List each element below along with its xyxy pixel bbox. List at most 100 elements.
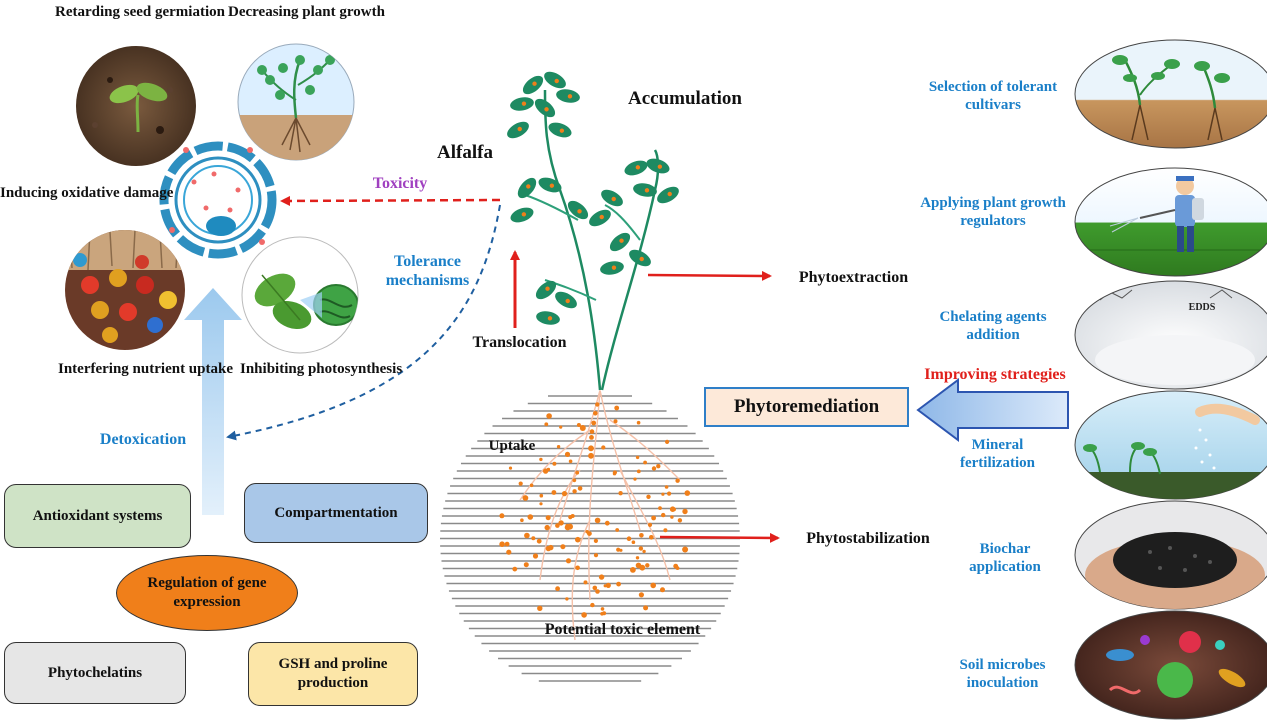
leaf <box>535 280 557 300</box>
toxic-element-dot <box>595 402 600 407</box>
toxic-element-dot <box>682 546 689 553</box>
toxic-element-dot <box>551 490 557 495</box>
gsh-proline-box: GSH and proline production <box>248 642 418 706</box>
toxic-element-dot <box>499 513 505 519</box>
toxic-element-dot <box>539 457 543 462</box>
leaf <box>534 98 556 118</box>
toxic-element-dot <box>600 607 605 611</box>
toxic-element-dot <box>604 520 610 526</box>
phytoremediation-box <box>704 387 909 427</box>
toxic-element-dot <box>605 582 611 589</box>
toxic-element-dot <box>614 405 620 411</box>
toxic-element-dot <box>568 515 573 520</box>
toxic-element-dot <box>564 451 571 457</box>
toxic-element-dot <box>544 422 549 427</box>
phytostabilization-arrow <box>659 532 780 543</box>
toxic-element-dot <box>616 581 621 587</box>
plant-growth-label: Decreasing plant growth <box>228 4 385 20</box>
toxic-element-dot <box>635 556 640 560</box>
toxic-element-dot <box>593 538 599 544</box>
toxic-element-dot <box>677 518 683 523</box>
toxic-element-dot <box>658 506 662 510</box>
toxic-element-dot <box>636 420 641 425</box>
toxic-element-dot <box>506 549 512 555</box>
toxic-element-dot <box>575 536 581 543</box>
toxic-element-dot <box>545 515 551 521</box>
toxic-element-dot <box>572 478 577 483</box>
toxic-element-dot <box>682 508 688 515</box>
toxic-element-dot <box>539 493 544 498</box>
leaf <box>536 311 560 325</box>
toxic-element-dot <box>645 563 650 568</box>
toxic-element-dot <box>647 522 653 528</box>
toxic-element-dot <box>613 419 618 424</box>
leaf <box>657 186 679 204</box>
toxic-element-dot <box>512 566 518 572</box>
toxic-element-dot <box>523 562 529 568</box>
toxic-element-dot <box>593 411 598 416</box>
phytoextraction-label: Phytoextraction <box>798 269 909 286</box>
translocation-label: Translocation <box>472 334 567 351</box>
leaf <box>646 158 670 174</box>
toxic-element-dot <box>556 445 561 449</box>
oxidative-damage-label: Inducing oxidative damage <box>0 185 174 201</box>
toxic-element-dot <box>572 489 577 494</box>
leaf <box>601 189 623 207</box>
toxic-element-dot <box>660 587 665 593</box>
strategy-label-microbes: Soil microbes inoculation <box>959 657 1046 691</box>
toxic-element-dot <box>545 545 552 552</box>
tolerant-cultivars-image <box>1074 39 1267 149</box>
leaf <box>600 261 624 275</box>
toxic-element-dot <box>546 413 552 419</box>
toxic-element-dot <box>642 549 646 554</box>
toxic-element-dot <box>588 445 594 452</box>
toxic-element-dot <box>522 495 529 501</box>
toxicity-arrow <box>280 195 501 206</box>
toxic-element-dot <box>561 491 568 497</box>
detoxication-label: Detoxication <box>99 431 187 448</box>
toxic-element-dot <box>672 507 676 512</box>
root-zone <box>440 390 740 682</box>
toxic-element-dot <box>575 470 580 475</box>
tolerance-mechanisms-label: Tolerance mechanisms <box>385 253 470 290</box>
toxic-element-dot <box>588 452 594 459</box>
leaf <box>544 71 566 89</box>
toxic-element-dot <box>552 461 557 466</box>
toxic-element-dot <box>560 544 566 550</box>
leaf <box>517 177 537 199</box>
toxic-element-dot <box>661 492 665 496</box>
toxic-element-dot <box>565 597 569 601</box>
seed-germination-label: Retarding seed germiation <box>55 4 225 20</box>
plant-growth-image <box>237 43 355 161</box>
toxic-element-dot <box>537 605 543 611</box>
toxic-element-dot <box>568 459 573 464</box>
toxic-element-dot <box>684 490 691 496</box>
toxic-element-dot <box>675 566 680 570</box>
toxic-element-dot <box>602 611 607 616</box>
toxic-element-dot <box>591 420 597 426</box>
phytoextraction-arrow <box>647 270 772 281</box>
toxic-element-dot <box>649 535 654 540</box>
toxic-element-dot <box>583 580 588 585</box>
toxic-element-dot <box>616 547 621 552</box>
leaf <box>624 160 648 176</box>
photosynthesis-label: Inhibiting photosynthesis <box>240 361 403 377</box>
biochar-image <box>1074 500 1267 610</box>
toxic-element-dot <box>518 481 523 486</box>
toxic-element-dot <box>631 540 636 544</box>
toxic-element-dot <box>643 460 647 465</box>
toxic-element-dot <box>635 562 642 569</box>
chelating-agents-image <box>1074 280 1267 390</box>
improving-strategies-label: Improving strategies <box>924 366 1066 383</box>
alfalfa-label: Alfalfa <box>437 142 493 163</box>
toxic-element-dot <box>598 574 605 580</box>
leaf <box>609 232 631 252</box>
toxic-element-dot <box>656 464 661 469</box>
toxic-element-dot <box>520 518 524 522</box>
toxic-element-dot <box>601 445 606 450</box>
toxic-element-dot <box>593 553 599 558</box>
leaf <box>510 97 534 111</box>
nutrient-uptake-label: Interfering nutrient uptake <box>58 361 233 377</box>
